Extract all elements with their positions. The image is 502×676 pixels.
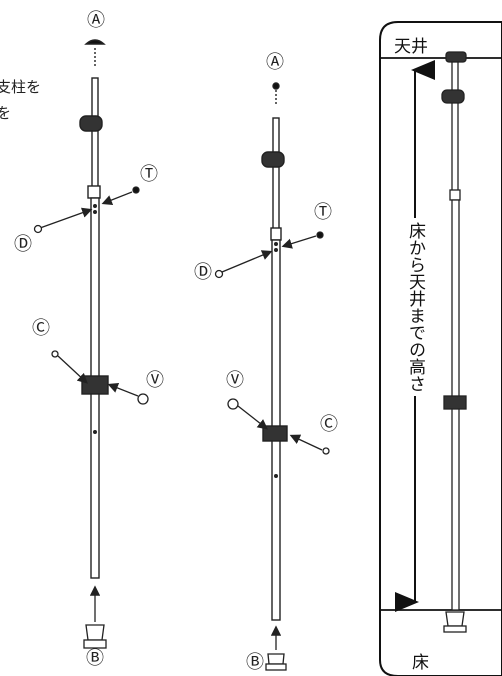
height-label: 床から天井までの高さ xyxy=(404,218,426,396)
label-a-pole1: Ⓐ xyxy=(87,10,105,31)
label-t-pole2: Ⓣ xyxy=(314,202,332,223)
label-a-pole2: Ⓐ xyxy=(266,52,284,73)
label-d-pole2: Ⓓ xyxy=(194,262,212,283)
pole-1 xyxy=(79,39,109,579)
label-v-pole2: Ⓥ xyxy=(226,370,244,391)
label-b-pole2: Ⓑ xyxy=(246,652,264,673)
label-d-pole1: Ⓓ xyxy=(14,234,32,255)
label-c-pole2: Ⓒ xyxy=(320,414,338,435)
floor-label: 床 xyxy=(412,653,429,673)
label-b-pole1: Ⓑ xyxy=(86,648,104,669)
pole-2 xyxy=(261,82,288,621)
note-line-2: を xyxy=(0,104,12,122)
label-c-pole1: Ⓒ xyxy=(32,318,50,339)
pole-1-parts xyxy=(33,186,149,649)
pole-2-parts xyxy=(214,231,330,671)
height-panel xyxy=(379,21,502,676)
ceiling-label: 天井 xyxy=(394,37,428,57)
label-v-pole1: Ⓥ xyxy=(146,370,164,391)
label-t-pole1: Ⓣ xyxy=(140,164,158,185)
note-line-1: 支柱を xyxy=(0,78,42,96)
